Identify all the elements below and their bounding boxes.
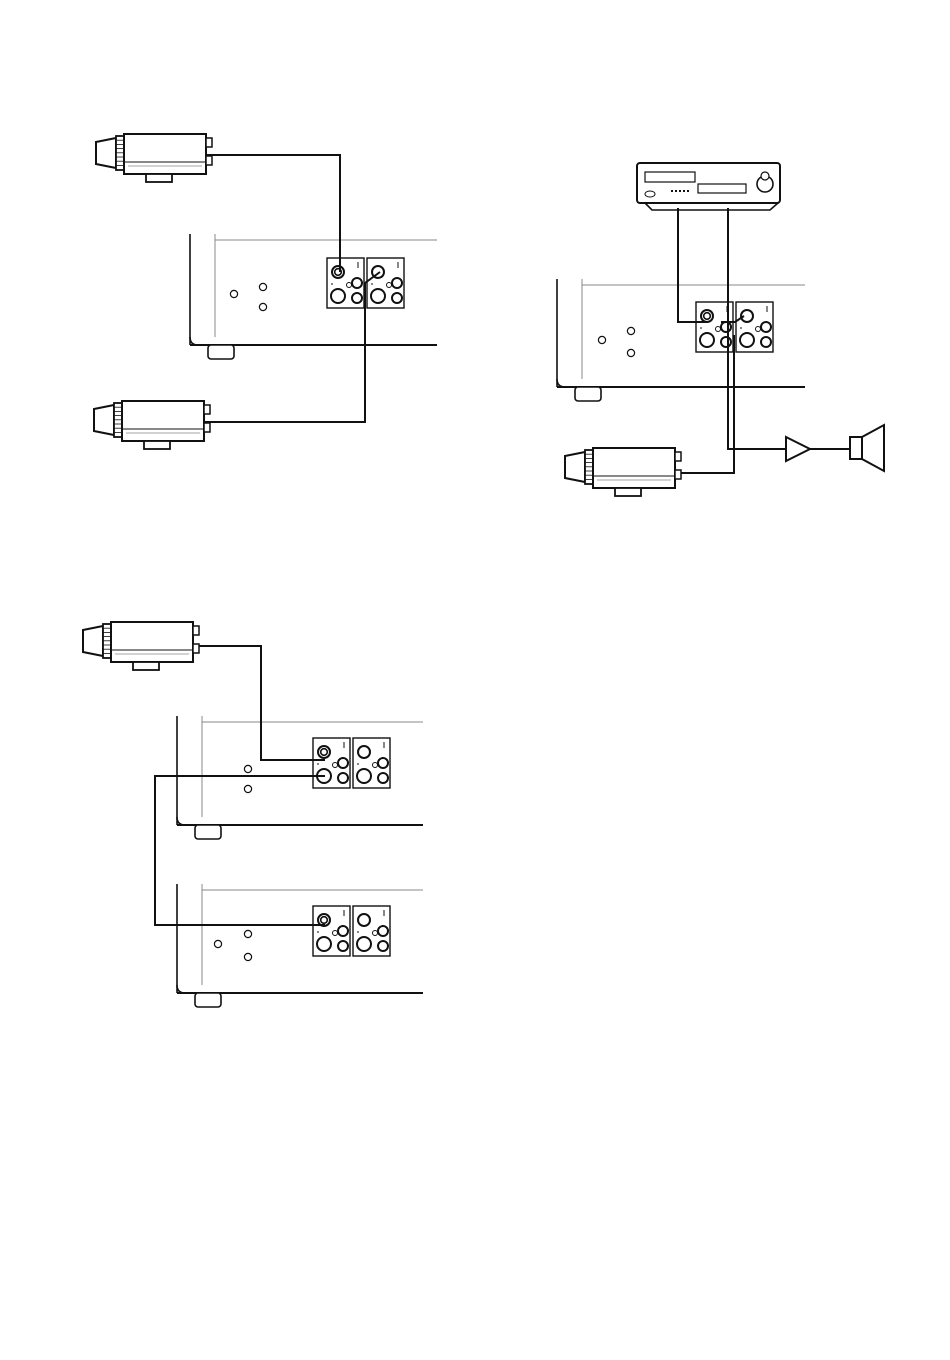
vcr-icon xyxy=(637,163,780,210)
bnc-connector xyxy=(761,322,771,332)
bnc-connector xyxy=(358,746,370,758)
bnc-connector xyxy=(701,310,713,322)
rear-panel-unit xyxy=(177,884,423,1007)
vcr-base xyxy=(645,203,778,210)
bnc-connector xyxy=(761,337,771,347)
bnc-connector xyxy=(700,333,714,347)
video-camera-icon xyxy=(83,622,199,670)
rear-panel-unit xyxy=(190,234,437,359)
bnc-connector xyxy=(378,758,388,768)
screw-hole xyxy=(259,303,266,310)
vcr-display xyxy=(645,172,695,182)
terminal-block xyxy=(313,906,390,956)
coax-cable xyxy=(155,776,325,925)
coax-cable xyxy=(197,646,325,760)
bnc-connector xyxy=(338,758,348,768)
bnc-connector xyxy=(318,746,330,758)
bnc-connector xyxy=(352,293,362,303)
terminal-block xyxy=(313,738,390,788)
bnc-connector xyxy=(378,926,388,936)
switch-dot xyxy=(373,931,378,936)
unit-foot xyxy=(208,345,234,359)
unit-foot xyxy=(195,993,221,1007)
bnc-connector xyxy=(721,322,731,332)
switch-dot xyxy=(333,763,338,768)
screw-hole xyxy=(244,785,251,792)
coax-cable xyxy=(206,155,340,272)
speaker-icon xyxy=(850,425,884,471)
camera-body xyxy=(122,401,204,441)
bnc-connector xyxy=(338,926,348,936)
switch-dot xyxy=(347,283,352,288)
bnc-connector xyxy=(721,337,731,347)
screw-hole xyxy=(244,930,251,937)
screw-hole xyxy=(244,765,251,772)
switch-dot xyxy=(756,327,761,332)
bnc-connector xyxy=(392,293,402,303)
camera-body xyxy=(111,622,193,662)
bnc-connector xyxy=(358,914,370,926)
unit-foot xyxy=(195,825,221,839)
video-camera-icon xyxy=(96,134,212,182)
screw-hole xyxy=(598,336,605,343)
bnc-connector xyxy=(371,289,385,303)
camera-mount xyxy=(144,441,170,449)
bnc-connector xyxy=(338,773,348,783)
rear-panel-unit xyxy=(557,279,805,401)
unit-foot xyxy=(575,387,601,401)
camera-body xyxy=(124,134,206,174)
screw-hole xyxy=(627,327,634,334)
bnc-connector xyxy=(357,769,371,783)
camera-lens xyxy=(83,626,103,656)
screw-hole xyxy=(627,349,634,356)
rear-panel-unit xyxy=(177,716,423,839)
vcr-knob xyxy=(761,172,769,180)
vcr-button xyxy=(671,190,673,192)
camera-mount xyxy=(615,488,641,496)
video-camera-icon xyxy=(94,401,210,449)
tape-slot xyxy=(698,184,746,193)
camera-lens xyxy=(565,452,585,482)
bnc-connector xyxy=(332,266,344,278)
camera-mount xyxy=(133,662,159,670)
amplifier-icon xyxy=(786,437,810,461)
coax-cable xyxy=(676,335,734,473)
switch-dot xyxy=(373,763,378,768)
vcr-button xyxy=(675,190,677,192)
bnc-connector xyxy=(357,937,371,951)
camera-mount xyxy=(146,174,172,182)
bnc-connector xyxy=(352,278,362,288)
camera-lens xyxy=(94,405,114,435)
vcr-button xyxy=(679,190,681,192)
screw-hole xyxy=(259,283,266,290)
switch-dot xyxy=(387,283,392,288)
screw-hole xyxy=(244,953,251,960)
bnc-connector xyxy=(740,333,754,347)
bnc-connector xyxy=(317,937,331,951)
camera-lens xyxy=(96,138,116,168)
camera-body xyxy=(593,448,675,488)
bnc-connector xyxy=(392,278,402,288)
bnc-connector xyxy=(378,773,388,783)
vcr-button xyxy=(687,190,689,192)
vcr-button xyxy=(683,190,685,192)
switch-dot xyxy=(716,327,721,332)
screw-hole xyxy=(214,940,221,947)
video-camera-icon xyxy=(565,448,681,496)
switch-dot xyxy=(333,931,338,936)
bnc-connector xyxy=(331,289,345,303)
screw-hole xyxy=(230,290,237,297)
bnc-connector xyxy=(338,941,348,951)
bnc-connector xyxy=(378,941,388,951)
